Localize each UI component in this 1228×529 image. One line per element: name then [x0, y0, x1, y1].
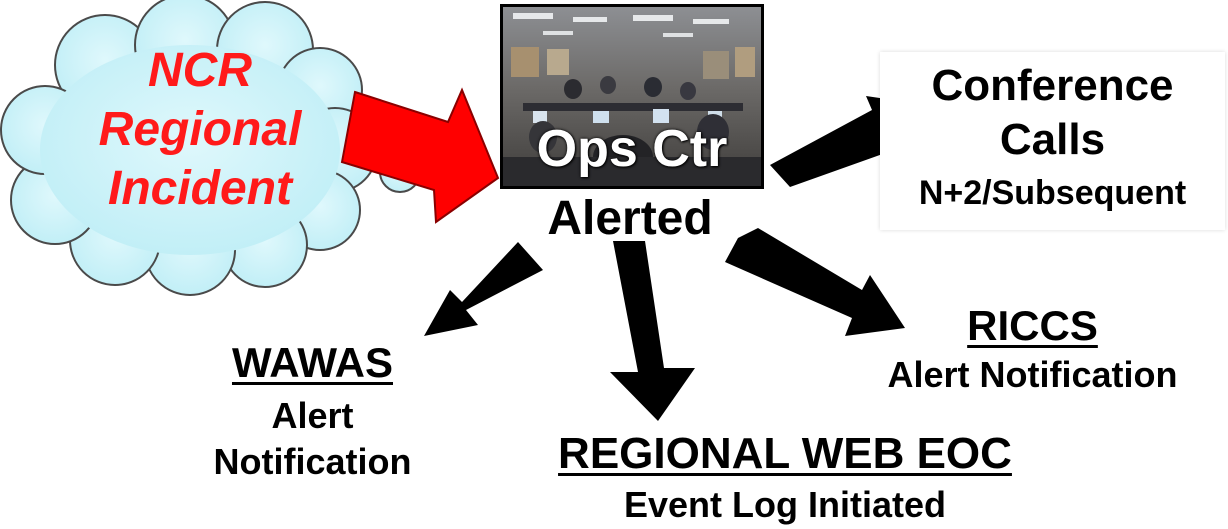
conference-line2: Calls [999, 115, 1106, 164]
riccs-subtitle: Alert Notification [887, 354, 1178, 395]
arrow-to-web-eoc [610, 241, 695, 421]
ops-center-photo: Ops Ctr [500, 4, 764, 189]
conference-line3: N+2/Subsequent [918, 174, 1187, 212]
arrow-to-riccs [725, 228, 905, 336]
wawas-line1: Alert [271, 395, 354, 436]
ops-center-photo-title: Ops Ctr [536, 120, 728, 178]
wawas-line2: Notification [213, 441, 412, 482]
web-eoc-title: REGIONAL WEB EOC [558, 429, 1012, 478]
conference-line1: Conference [931, 61, 1174, 110]
wawas-title: WAWAS [231, 339, 393, 386]
incident-label-line3: Incident [107, 162, 292, 215]
incident-label-line2: Regional [98, 103, 302, 156]
conference-box [880, 52, 1225, 230]
arrow-to-wawas [424, 242, 543, 336]
ops-center-photo-image [503, 7, 761, 186]
web-eoc-subtitle: Event Log Initiated [623, 484, 946, 525]
cloud-fill [40, 45, 340, 255]
ops-center-status: Alerted [547, 192, 713, 245]
incident-label-line1: NCR [148, 44, 252, 97]
incident-arrow [340, 87, 500, 224]
riccs-title: RICCS [967, 302, 1098, 349]
